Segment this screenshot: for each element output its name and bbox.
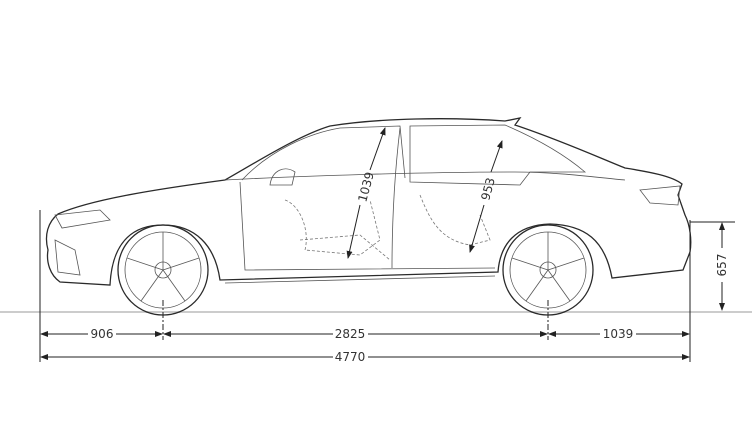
rear-height-label: 657 xyxy=(715,254,729,277)
car-body xyxy=(45,117,692,286)
dimension-rear-height: 657 xyxy=(715,222,729,311)
front-headroom-label: 1039 xyxy=(355,170,376,203)
dimension-rear-headroom: 953 xyxy=(469,140,503,253)
overall-length-label: 4770 xyxy=(335,350,366,364)
wheelbase-label: 2825 xyxy=(335,327,366,341)
dimension-front-overhang: 906 xyxy=(40,327,163,341)
dimension-wheelbase: 2825 xyxy=(163,327,548,341)
rear-overhang-label: 1039 xyxy=(603,327,634,341)
front-overhang-label: 906 xyxy=(91,327,114,341)
dimension-rear-overhang: 1039 xyxy=(548,327,690,341)
dimension-overall-length: 4770 xyxy=(40,350,690,364)
rear-headroom-label: 953 xyxy=(478,176,497,202)
dimension-front-headroom: 1039 xyxy=(346,127,386,259)
